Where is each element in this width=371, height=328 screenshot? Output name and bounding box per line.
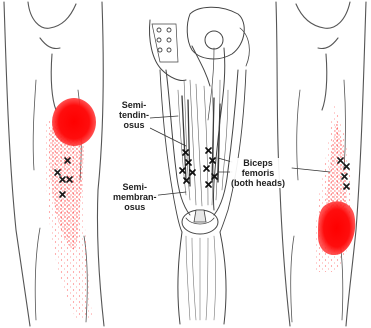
left-gluteal-crease — [28, 2, 76, 28]
lower-leg-lateral — [220, 232, 226, 324]
biceps-femoris-label-line-1: Biceps — [231, 158, 285, 168]
biceps-femoris-label-line-3: (both heads) — [231, 178, 285, 188]
calf-hatching — [186, 236, 216, 320]
biceps-femoris-label-line-2: femoris — [231, 168, 285, 178]
semimembranosus-label-line-2: membran- — [113, 192, 157, 202]
biceps-femoris-label: Biceps femoris (both heads) — [230, 158, 286, 188]
iliac-wing — [187, 7, 244, 59]
semitendinosus-label: Semi- tendin- osus — [118, 100, 150, 130]
right-pain-core — [318, 201, 355, 255]
left-pain-core — [52, 98, 96, 146]
left-leg-outer-outline — [4, 2, 30, 326]
right-gluteal-crease — [296, 2, 350, 28]
trigger-point-mark — [183, 150, 188, 155]
semitendinosus-label-line-2: tendin- — [119, 110, 149, 120]
left-leg-inner-outline — [97, 2, 104, 326]
semimembranosus-label-line-1: Semi- — [113, 182, 157, 192]
left-thigh-midline — [51, 54, 56, 110]
trigger-point-mark — [186, 160, 191, 165]
hip-socket — [205, 31, 223, 49]
trigger-point-mark — [180, 168, 185, 173]
trigger-point-mark — [206, 182, 211, 187]
ischium — [192, 46, 210, 86]
right-thigh-midline — [322, 54, 327, 110]
left-gluteal-fold — [40, 38, 60, 49]
right-gluteal-fold — [318, 38, 338, 49]
sacral-foramina — [157, 28, 171, 52]
right-leg-figure — [276, 2, 366, 326]
lower-leg-medial — [178, 232, 182, 324]
semimembranosus-label-line-3: osus — [113, 202, 157, 212]
muscle-fibers — [178, 80, 228, 206]
semitendinosus-label-line-3: osus — [119, 120, 149, 130]
semitendinosus-label-line-1: Semi- — [119, 100, 149, 110]
left-referred-pain-zone — [45, 98, 96, 318]
trigger-point-mark — [204, 166, 209, 171]
semimembranosus-label: Semi- membran- osus — [112, 182, 158, 212]
